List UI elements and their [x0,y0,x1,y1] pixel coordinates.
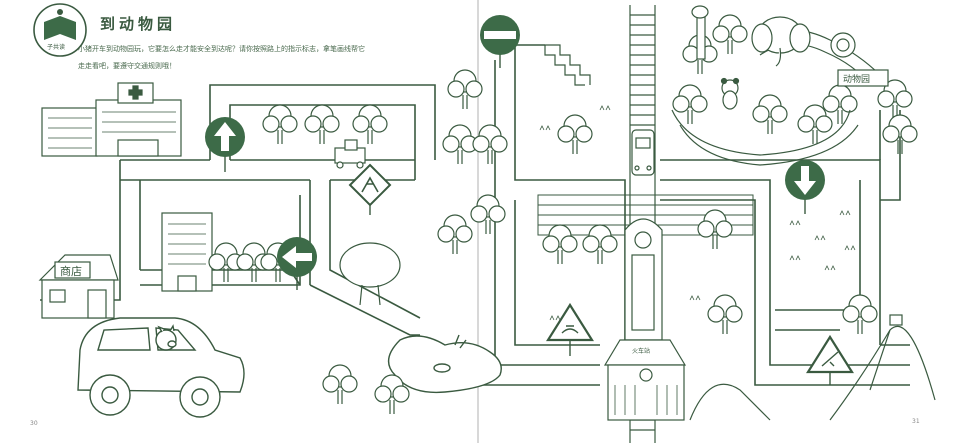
roadwork-sign [348,163,392,215]
page-title: 到动物园 [100,15,177,33]
shop-sign-label: 商店 [60,264,82,278]
book-logo [33,3,87,57]
zoo-sign-label: 动物园 [843,73,870,85]
trees-right [542,14,918,335]
slippery-road-sign [546,302,594,356]
shop-building [38,254,119,319]
staircase [544,44,591,86]
office-building [161,212,213,292]
hospital-building [41,82,182,157]
bulldozer [334,139,366,169]
instructions: 小猪开车到动物园玩，它要怎么走才能安全到达呢？请你按照路上的指示标志，拿笔画线帮… [78,41,413,75]
panda [720,77,740,110]
big-tree [339,242,401,306]
arrow-down-sign [785,160,825,214]
car-with-pig [77,317,245,418]
instruction-line-1: 小猪开车到动物园玩，它要怎么走才能安全到达呢？请你按照路上的指示标志，拿笔画线帮… [78,45,365,53]
elephant [751,16,811,67]
mountain [689,314,936,421]
arrow-up-sign [205,117,245,172]
no-entry-sign [480,15,520,68]
lion [830,32,856,58]
page-number-right: 31 [912,418,920,425]
pond [387,334,502,394]
zoo-enclosure [671,29,889,166]
falling-rocks-sign [806,334,854,385]
train-station [603,339,687,421]
train [631,129,655,176]
giraffe [691,5,709,60]
page-number-left: 30 [30,420,38,427]
station-sign-label: 火车站 [632,347,650,355]
arrow-left-sign [277,237,317,290]
instruction-line-2: 走走看吧，要遵守交通规则哦！ [78,62,176,70]
clock-tower [624,218,663,341]
logo-text: 子共读 [47,43,65,51]
